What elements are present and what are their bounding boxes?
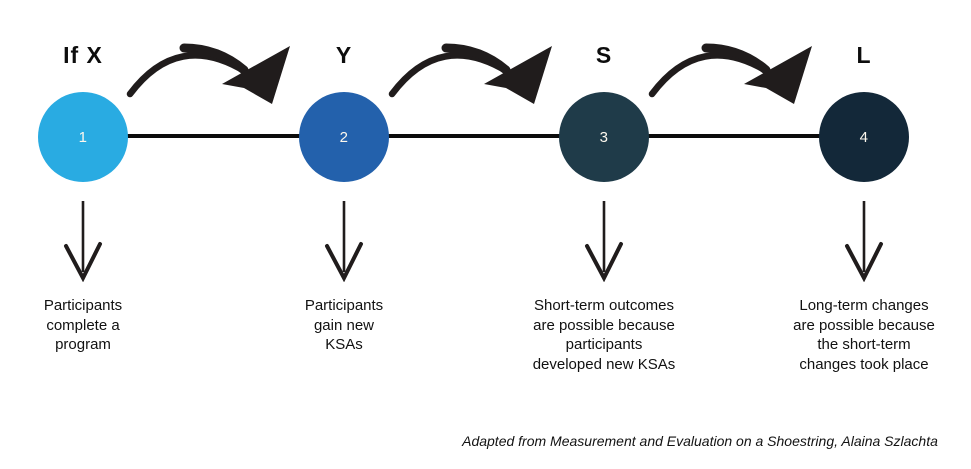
down-arrow-icon (585, 201, 623, 282)
step-2: Y 2 Participants gain new KSAs (234, 0, 454, 469)
down-arrow-icon (845, 201, 883, 282)
connector-line (83, 134, 864, 138)
curved-arrow-icon (126, 43, 290, 104)
down-arrow-icon (325, 201, 363, 282)
step-1-label: If X (63, 42, 103, 68)
down-arrow-icon (64, 201, 102, 282)
step-3-label: S (595, 42, 613, 68)
step-4-number: 4 (859, 128, 869, 146)
step-2-description: Participants gain new KSAs (304, 297, 384, 353)
step-4-label: L (856, 42, 872, 68)
step-3: S 3 Short-term outcomes are possible bec… (494, 0, 714, 469)
step-2-circle: 2 (299, 92, 389, 182)
curved-arrow-icon (648, 43, 812, 104)
step-3-circle: 3 (559, 92, 649, 182)
curved-arrow-icon (388, 43, 552, 104)
step-1-circle: 1 (38, 92, 128, 182)
step-2-label: Y (335, 42, 353, 68)
step-2-number: 2 (339, 128, 349, 146)
step-4-description: Long-term changes are possible because t… (793, 297, 935, 373)
step-4: L 4 Long-term changes are possible becau… (754, 0, 971, 469)
step-1: If X 1 Participants complete a program (0, 0, 193, 469)
step-3-description: Short-term outcomes are possible because… (532, 297, 676, 373)
step-3-number: 3 (599, 128, 609, 146)
step-4-circle: 4 (819, 92, 909, 182)
step-1-description: Participants complete a program (43, 297, 123, 353)
step-1-number: 1 (78, 128, 88, 146)
attribution-text: Adapted from Measurement and Evaluation … (462, 433, 938, 449)
